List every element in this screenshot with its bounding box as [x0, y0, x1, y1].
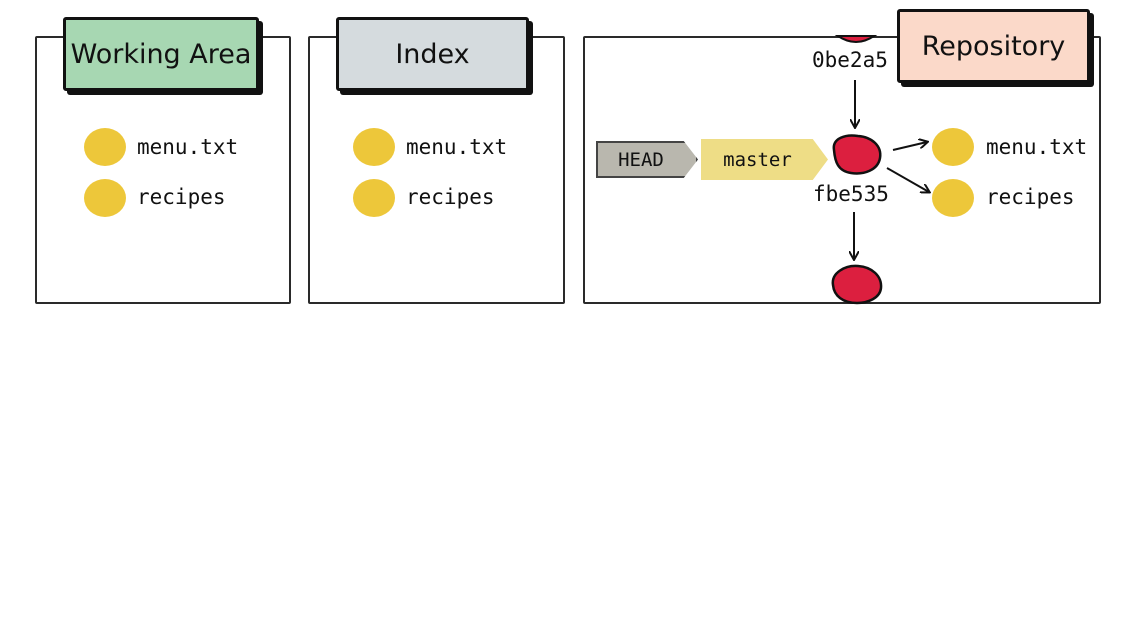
repository-file-menu: menu.txt [986, 135, 1088, 159]
repository-file-recipes: recipes [986, 185, 1075, 209]
index-file-recipes: recipes [406, 185, 495, 209]
current-commit-hash: fbe535 [813, 182, 889, 206]
file-icon [84, 128, 126, 166]
index-title: Index [336, 17, 529, 91]
file-icon [353, 128, 395, 166]
parent-commit-hash: 0be2a5 [812, 48, 888, 72]
working-area-file-recipes: recipes [137, 185, 226, 209]
working-area-file-menu: menu.txt [137, 135, 239, 159]
file-icon [353, 179, 395, 217]
branch-pointer-master: master [701, 139, 828, 180]
repository-title: Repository [897, 9, 1090, 83]
head-pointer: HEAD [596, 141, 698, 178]
file-icon [84, 179, 126, 217]
index-file-menu: menu.txt [406, 135, 508, 159]
file-icon [932, 128, 974, 166]
working-area-title: Working Area [63, 17, 259, 91]
file-icon [932, 179, 974, 217]
